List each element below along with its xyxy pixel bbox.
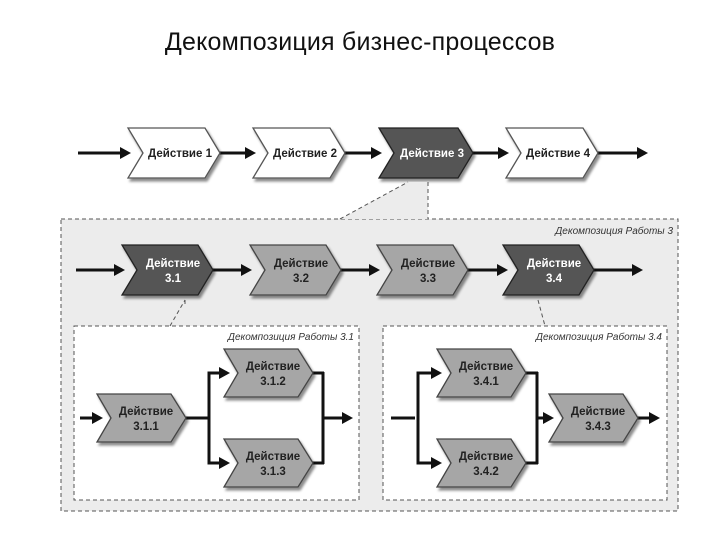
action-3-1-3-label-2: 3.1.3 [260,466,286,478]
action-3-4-1 [435,348,527,398]
action-3-4 [501,244,595,296]
action-3-4-2-label-1: Действие [459,451,513,463]
action-3-1-label-1: Действие [146,258,200,270]
panel-3-1-caption: Декомпозиция Работы 3.1 [227,331,354,343]
panel-3-caption: Декомпозиция Работы 3 [554,225,673,237]
action-3-4-label-1: Действие [527,258,581,270]
action-4 [504,127,599,179]
action-3-1-2-label-1: Действие [246,361,300,373]
action-3-4-2 [435,438,527,488]
action-3-1-1 [95,393,187,443]
action-1 [126,127,221,179]
action-3-4-1-label-1: Действие [459,361,513,373]
action-3-4-1-label-2: 3.4.1 [473,376,499,388]
action-3-1-2-label-2: 3.1.2 [260,376,286,388]
action-3-1-1-label-1: Действие [119,406,173,418]
action-2 [251,127,346,179]
panel-3-4-caption: Декомпозиция Работы 3.4 [535,331,663,343]
action-3-1-3-label-1: Действие [246,451,300,463]
page-title: Декомпозиция бизнес-процессов [164,28,556,56]
action-3-3 [375,244,469,296]
action-3-label: Действие 3 [400,148,464,160]
action-3-1 [120,244,214,296]
action-3-4-3-label-2: 3.4.3 [585,421,611,433]
action-3-4-2-label-2: 3.4.2 [473,466,499,478]
top-row: Действие 1 Действие 2 Действие 3 Действи… [78,127,648,179]
action-3 [377,127,474,179]
action-3-2-label-2: 3.2 [293,273,309,285]
action-3-1-3 [222,438,314,488]
action-3-1-1-label-2: 3.1.1 [133,421,159,433]
action-3-2-label-1: Действие [274,258,328,270]
action-2-label: Действие 2 [273,148,337,160]
action-3-4-3-label-1: Действие [571,406,625,418]
action-4-label: Действие 4 [526,148,591,160]
action-3-4-3 [547,393,639,443]
action-3-1-2 [222,348,314,398]
decomposition-panel-3-1: Декомпозиция Работы 3.1 Действие 3.1.1 Д… [73,299,360,501]
action-3-4-label-2: 3.4 [546,273,563,285]
action-3-3-label-1: Действие [401,258,455,270]
action-3-2 [248,244,342,296]
action-1-label: Действие 1 [148,148,213,160]
action-3-3-label-2: 3.3 [420,273,436,285]
decomposition-panel-3-4: Декомпозиция Работы 3.4 Действие 3.4.1 Д… [382,299,668,501]
action-3-1-label-2: 3.1 [165,273,182,285]
